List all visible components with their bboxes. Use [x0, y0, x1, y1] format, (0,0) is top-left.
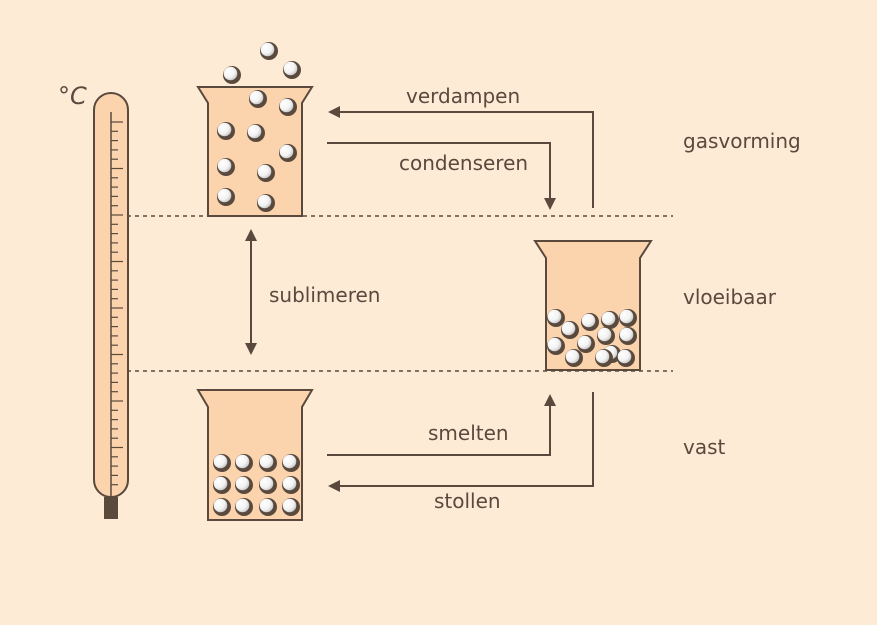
particle-icon — [282, 476, 300, 494]
gas-particles — [217, 42, 301, 212]
particle-icon — [619, 309, 637, 327]
particle-icon — [259, 476, 277, 494]
liquid-beaker — [533, 240, 653, 371]
particle-icon — [217, 158, 235, 176]
melt-label: smelten — [428, 421, 509, 445]
solidify-arrow — [328, 392, 594, 492]
state-label-liquid: vloeibaar — [683, 285, 777, 309]
particle-icon — [279, 144, 297, 162]
particle-icon — [547, 309, 565, 327]
particle-icon — [235, 454, 253, 472]
particle-icon — [259, 498, 277, 516]
evaporate-label: verdampen — [406, 84, 520, 108]
particle-icon — [223, 66, 241, 84]
melt-arrow — [327, 394, 556, 456]
particle-icon — [565, 349, 583, 367]
thermometer-icon: °C — [58, 82, 129, 519]
particle-icon — [213, 476, 231, 494]
particle-icon — [595, 349, 613, 367]
particle-icon — [235, 476, 253, 494]
particle-icon — [213, 498, 231, 516]
particle-icon — [217, 188, 235, 206]
particle-icon — [259, 454, 277, 472]
particle-icon — [283, 61, 301, 79]
particle-icon — [282, 498, 300, 516]
gas-beaker — [196, 42, 314, 217]
particle-icon — [217, 122, 235, 140]
particle-icon — [577, 335, 595, 353]
solid-beaker — [196, 389, 314, 521]
solid-particles — [213, 454, 300, 516]
particle-icon — [561, 321, 579, 339]
state-label-solid: vast — [683, 435, 726, 459]
thermometer-scale — [111, 121, 123, 486]
solidify-label: stollen — [434, 489, 501, 513]
particle-icon — [581, 313, 599, 331]
particle-icon — [282, 454, 300, 472]
liquid-particles — [547, 309, 637, 367]
thermometer-unit-label: °C — [58, 82, 87, 110]
particle-icon — [257, 194, 275, 212]
particle-icon — [279, 98, 297, 116]
beaker-icon — [196, 86, 314, 217]
sublimate-label: sublimeren — [269, 283, 380, 307]
evaporate-arrow — [328, 106, 594, 208]
particle-icon — [213, 454, 231, 472]
particle-icon — [247, 124, 265, 142]
particle-icon — [601, 311, 619, 329]
state-label-gas: gasvorming — [683, 129, 801, 153]
particle-icon — [597, 327, 615, 345]
condense-label: condenseren — [399, 151, 528, 175]
particle-icon — [257, 164, 275, 182]
particle-icon — [235, 498, 253, 516]
particle-icon — [617, 349, 635, 367]
particle-icon — [547, 337, 565, 355]
condense-arrow — [327, 142, 556, 210]
particle-icon — [619, 327, 637, 345]
particle-icon — [249, 90, 267, 108]
particle-icon — [260, 42, 278, 60]
